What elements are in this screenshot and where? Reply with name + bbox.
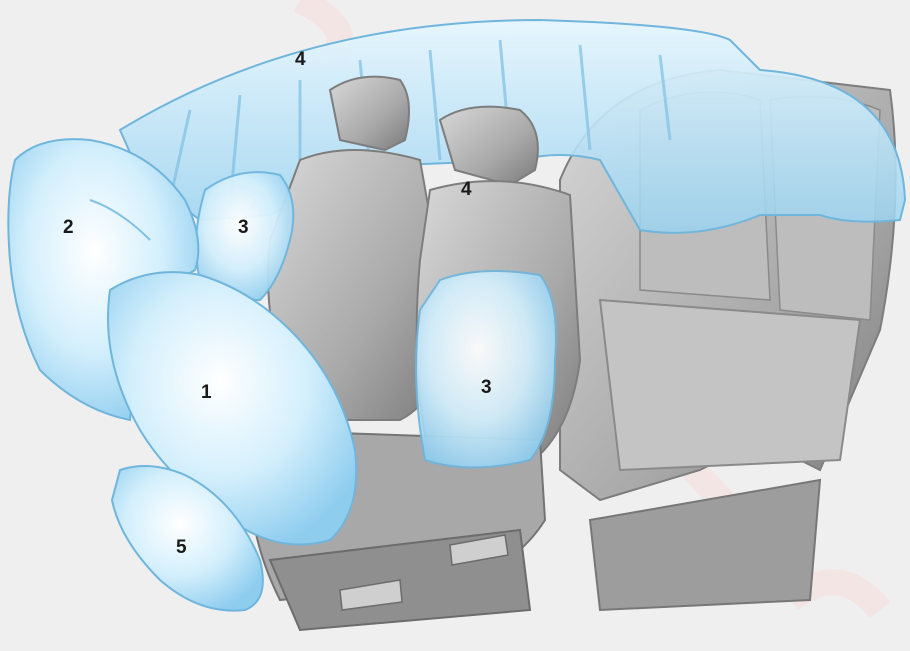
callout-side-airbag-rear: 3 — [481, 378, 492, 397]
callout-driver-front-airbag: 1 — [201, 383, 212, 402]
callout-passenger-front-airbag: 2 — [63, 218, 74, 237]
callout-knee-airbag: 5 — [176, 538, 187, 557]
callout-curtain-airbag-top: 4 — [295, 50, 306, 69]
side-airbag-rear — [416, 271, 556, 468]
callout-side-airbag-front: 3 — [238, 218, 249, 237]
callout-curtain-airbag-mid: 4 — [461, 180, 472, 199]
